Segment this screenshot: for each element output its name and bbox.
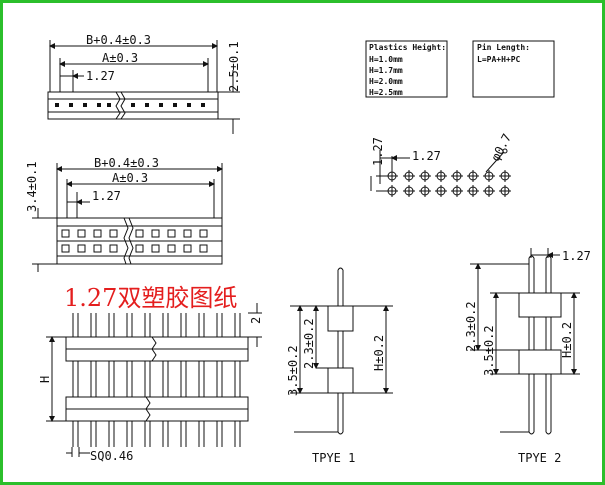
dim-h-letter: H <box>38 376 52 383</box>
plastics-height-line: H=1.7mm <box>369 66 403 75</box>
dim-b-plus-single: B+0.4±0.3 <box>86 33 151 47</box>
type1-dim-35: 3.5±0.2 <box>286 345 300 396</box>
type1-label: TPYE 1 <box>312 451 355 465</box>
dim-2: 2 <box>249 317 263 324</box>
dim-a-double: A±0.3 <box>112 171 148 185</box>
dim-b-plus-double: B+0.4±0.3 <box>94 156 159 170</box>
hole-pattern <box>370 148 508 192</box>
dim-pitch-vertical: 1.27 <box>371 137 385 166</box>
type2-pitch: 1.27 <box>562 249 591 263</box>
type2-dim-23: 2.3±0.2 <box>464 301 478 352</box>
dim-a-single: A±0.3 <box>102 51 138 65</box>
pin-length-box <box>472 40 555 98</box>
double-row-pins <box>61 229 208 253</box>
type2-dim-h: H±0.2 <box>560 322 574 358</box>
dim-pitch-double: 1.27 <box>92 189 121 203</box>
dim-pitch-single: 1.27 <box>86 69 115 83</box>
dim-pitch-holes: 1.27 <box>412 149 441 163</box>
type1-pin <box>290 267 393 435</box>
type2-dim-35: 3.5±0.2 <box>482 325 496 376</box>
dim-sq: SQ0.46 <box>90 449 133 463</box>
plastics-height-line: H=2.0mm <box>369 77 403 86</box>
holes <box>386 170 511 197</box>
dim-height-single: 2.5±0.1 <box>227 41 241 92</box>
dim-height-double: 3.4±0.1 <box>25 161 39 212</box>
type2-label: TPYE 2 <box>518 451 561 465</box>
plastics-height-line: H=1.0mm <box>369 55 403 64</box>
type2-pin <box>470 248 580 435</box>
overlay-title: 1.27双塑胶图纸 <box>64 284 237 312</box>
type1-dim-h: H±0.2 <box>372 335 386 371</box>
plastics-height-box <box>365 40 448 98</box>
dim-hole-diameter: φ0.7 <box>488 131 514 163</box>
plastics-height-title: Plastics Height: <box>369 42 446 52</box>
double-row-header <box>32 163 223 272</box>
pin-length-formula: L=PA+H+PC <box>477 55 521 64</box>
single-row-header <box>47 40 240 134</box>
plastics-height-line: H=2.5mm <box>369 88 403 97</box>
pin-length-title: Pin Length: <box>477 42 530 52</box>
type1-dim-23: 2.3±0.2 <box>302 318 316 369</box>
side-view-pins <box>46 303 262 457</box>
